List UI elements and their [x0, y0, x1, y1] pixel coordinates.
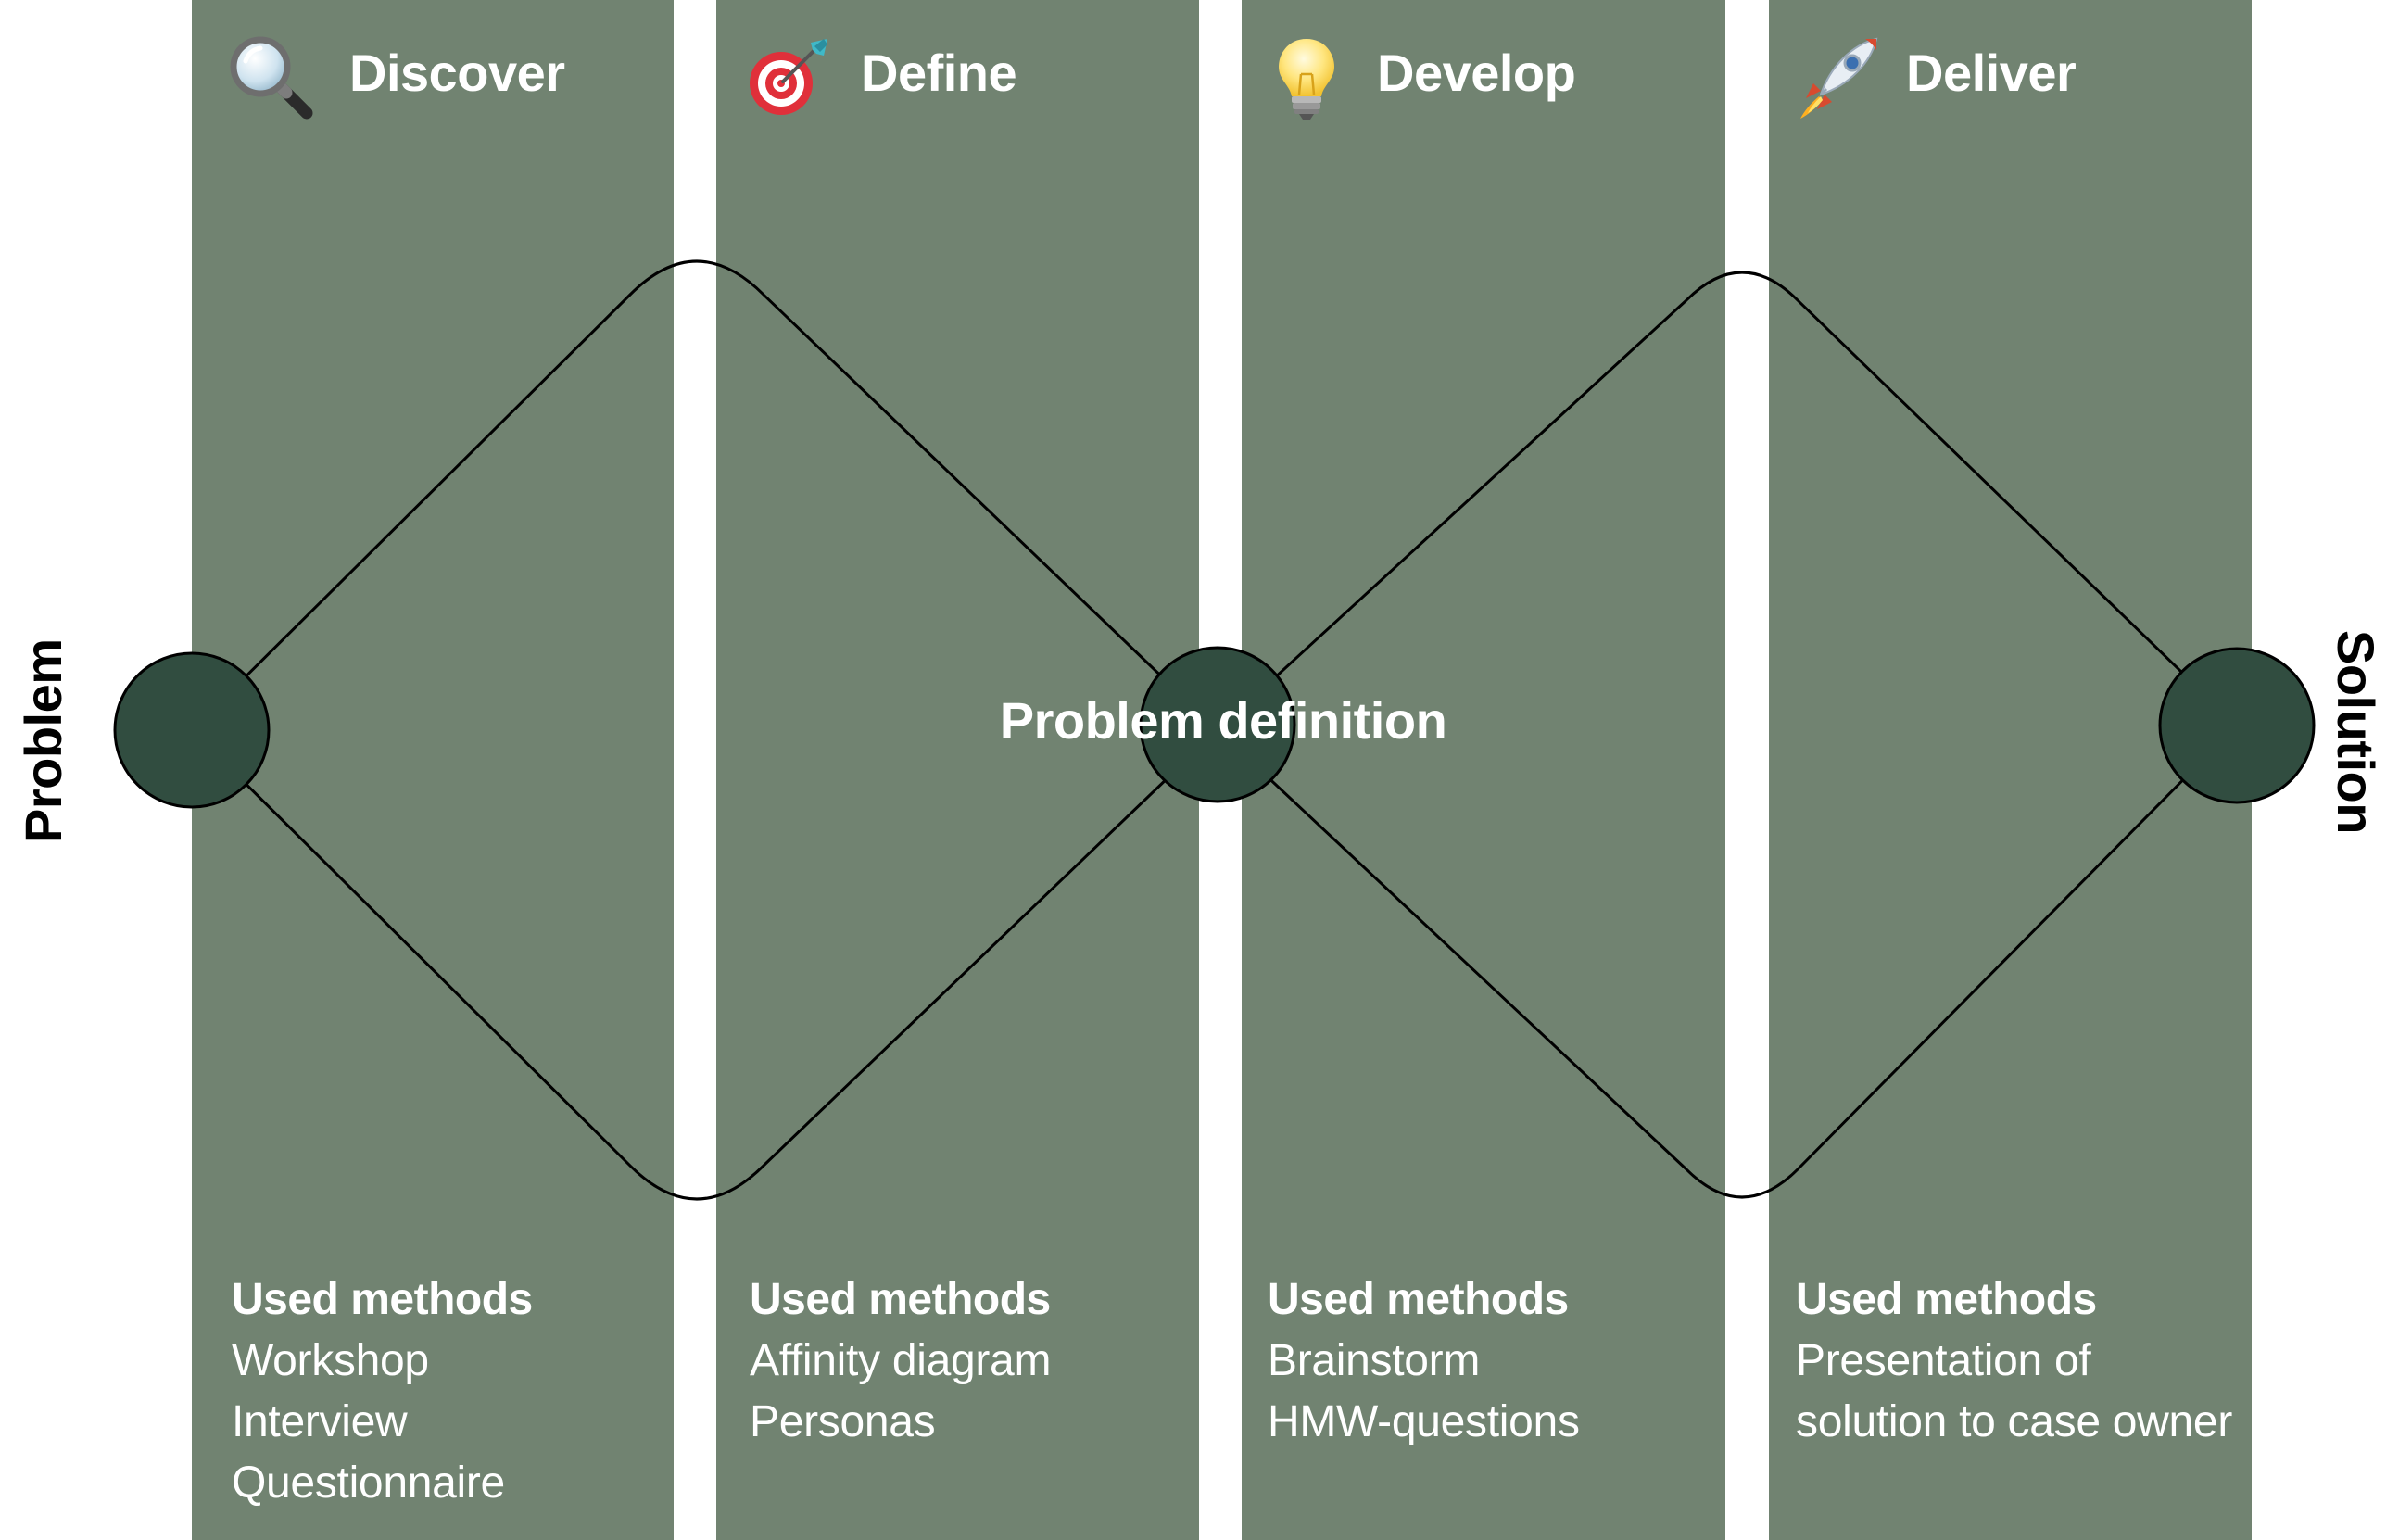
solution-node: [2158, 647, 2316, 804]
method-item: Questionnaire: [232, 1458, 505, 1508]
method-item: Interview: [232, 1397, 408, 1446]
phase-title: Discover: [349, 44, 565, 102]
method-item: Personas: [750, 1397, 936, 1446]
light-bulb-icon: [1279, 39, 1334, 120]
method-item: HMW-questions: [1268, 1397, 1580, 1446]
phase-column-deliver: Deliver Used methods Presentation of sol…: [1769, 0, 2252, 1540]
rocket-icon: [1800, 37, 1878, 119]
phase-header-deliver: Deliver: [1769, 28, 2252, 125]
phase-header-define: Define: [716, 28, 1199, 125]
target-dart-icon: [750, 39, 827, 115]
methods-heading: Used methods: [232, 1275, 533, 1324]
magnifying-glass-icon: [230, 36, 313, 120]
end-label: Solution: [2327, 630, 2385, 834]
methods-block-discover: Used methods Workshop Interview Question…: [192, 1269, 674, 1514]
method-item: Affinity diagram: [750, 1336, 1052, 1385]
phase-title: Develop: [1377, 44, 1576, 102]
methods-block-develop: Used methods Brainstorm HMW-questions: [1242, 1269, 1725, 1453]
method-item: Presentation of: [1796, 1336, 2091, 1385]
methods-heading: Used methods: [1796, 1275, 2097, 1324]
phase-column-define: Define Used methods Affinity diagram Per…: [716, 0, 1199, 1540]
methods-block-define: Used methods Affinity diagram Personas: [716, 1269, 1199, 1453]
center-label: Problem definition: [999, 691, 1447, 750]
phase-column-develop: Develop Used methods Brainstorm HMW-ques…: [1242, 0, 1725, 1540]
phase-header-develop: Develop: [1242, 28, 1725, 125]
methods-block-deliver: Used methods Presentation of solution to…: [1769, 1269, 2252, 1453]
methods-heading: Used methods: [1268, 1275, 1569, 1324]
problem-definition-node: [1139, 646, 1296, 803]
phase-column-discover: Discover Used methods Workshop Interview…: [192, 0, 674, 1540]
methods-heading: Used methods: [750, 1275, 1051, 1324]
start-label: Problem: [14, 638, 72, 843]
phase-title: Deliver: [1906, 44, 2077, 102]
problem-node: [113, 651, 271, 809]
phase-header-discover: Discover: [192, 28, 674, 125]
phase-title: Define: [861, 44, 1017, 102]
method-item: Brainstorm: [1268, 1336, 1481, 1385]
method-item: solution to case owner: [1796, 1397, 2233, 1446]
method-item: Workshop: [232, 1336, 429, 1385]
